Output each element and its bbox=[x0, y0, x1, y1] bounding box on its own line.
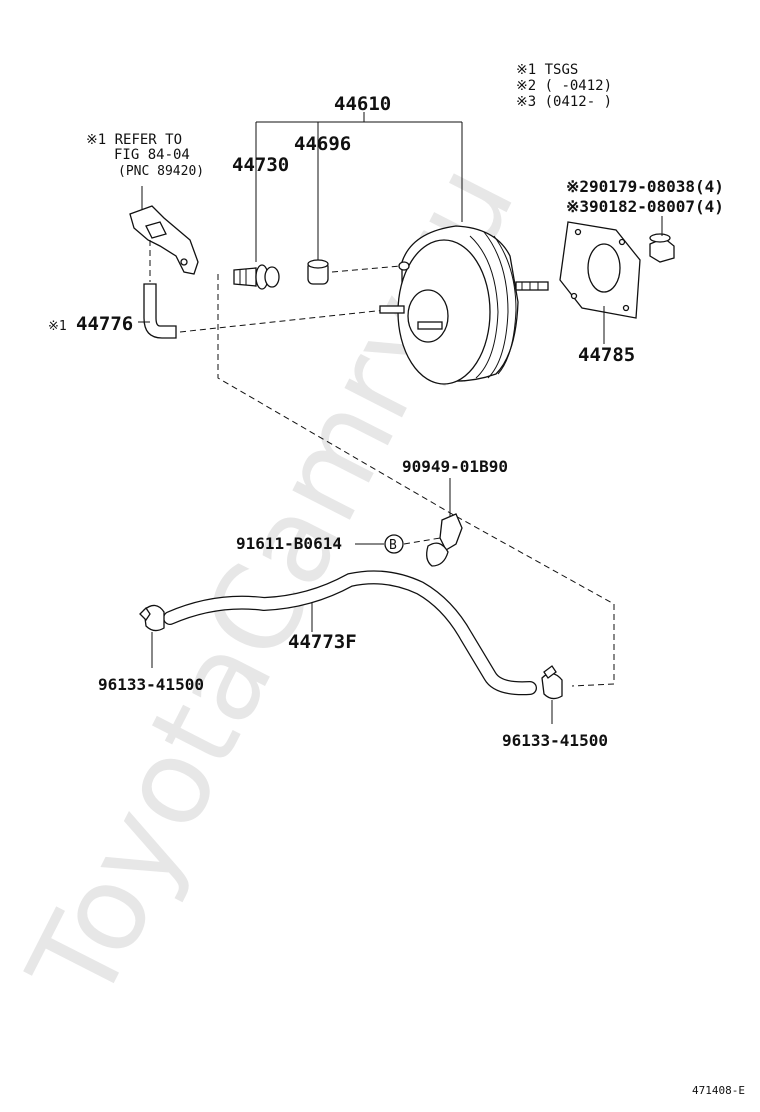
legend-note-1: ※1 TSGS bbox=[516, 62, 578, 78]
clamp-96133-left bbox=[139, 604, 165, 632]
hose-44773f-inner bbox=[164, 571, 536, 694]
refer-note-line2: FIG 84-04 bbox=[114, 147, 190, 163]
refer-note-line3: (PNC 89420) bbox=[118, 164, 204, 179]
gasket-44785 bbox=[559, 221, 641, 319]
part-label-44730[interactable]: 44730 bbox=[232, 154, 289, 176]
grommet-44696 bbox=[307, 259, 329, 285]
part-label-96133-left[interactable]: 96133-41500 bbox=[98, 675, 204, 694]
part-label-44773f[interactable]: 44773F bbox=[288, 631, 357, 653]
part-label-90182[interactable]: ※390182-08007(4) bbox=[566, 197, 724, 216]
legend-note-3: ※3 (0412- ) bbox=[516, 94, 612, 110]
figure-id: 471408-E bbox=[692, 1084, 745, 1097]
part-label-44776-mark: ※1 bbox=[48, 319, 67, 334]
vacuum-sensor-part bbox=[129, 186, 199, 275]
dashed-hose-to-booster bbox=[179, 307, 405, 333]
nut-90179-90182 bbox=[649, 233, 675, 263]
part-label-91611[interactable]: 91611-B0614 bbox=[236, 534, 342, 553]
clip-90949 bbox=[426, 513, 463, 567]
part-label-90179[interactable]: ※290179-08038(4) bbox=[566, 177, 724, 196]
dashed-callout-to-clip bbox=[403, 537, 441, 545]
hose-44776 bbox=[143, 283, 177, 339]
part-label-44785[interactable]: 44785 bbox=[578, 344, 635, 366]
part-label-44610[interactable]: 44610 bbox=[334, 93, 391, 115]
callout-b-circle bbox=[384, 534, 404, 554]
refer-note-line1: ※1 REFER TO bbox=[86, 132, 182, 148]
part-label-90949[interactable]: 90949-01B90 bbox=[402, 457, 508, 476]
callout-b-letter: B bbox=[389, 538, 397, 553]
dashed-grommet-to-booster bbox=[331, 265, 401, 273]
bracket-44610 bbox=[255, 112, 463, 262]
part-label-44696[interactable]: 44696 bbox=[294, 133, 351, 155]
clamp-96133-right bbox=[541, 665, 563, 700]
part-label-96133-right[interactable]: 96133-41500 bbox=[502, 731, 608, 750]
check-valve-44730 bbox=[233, 264, 280, 290]
legend-note-2: ※2 ( -0412) bbox=[516, 78, 612, 94]
brake-booster-44610 bbox=[379, 225, 549, 385]
part-label-44776[interactable]: 44776 bbox=[76, 313, 133, 335]
